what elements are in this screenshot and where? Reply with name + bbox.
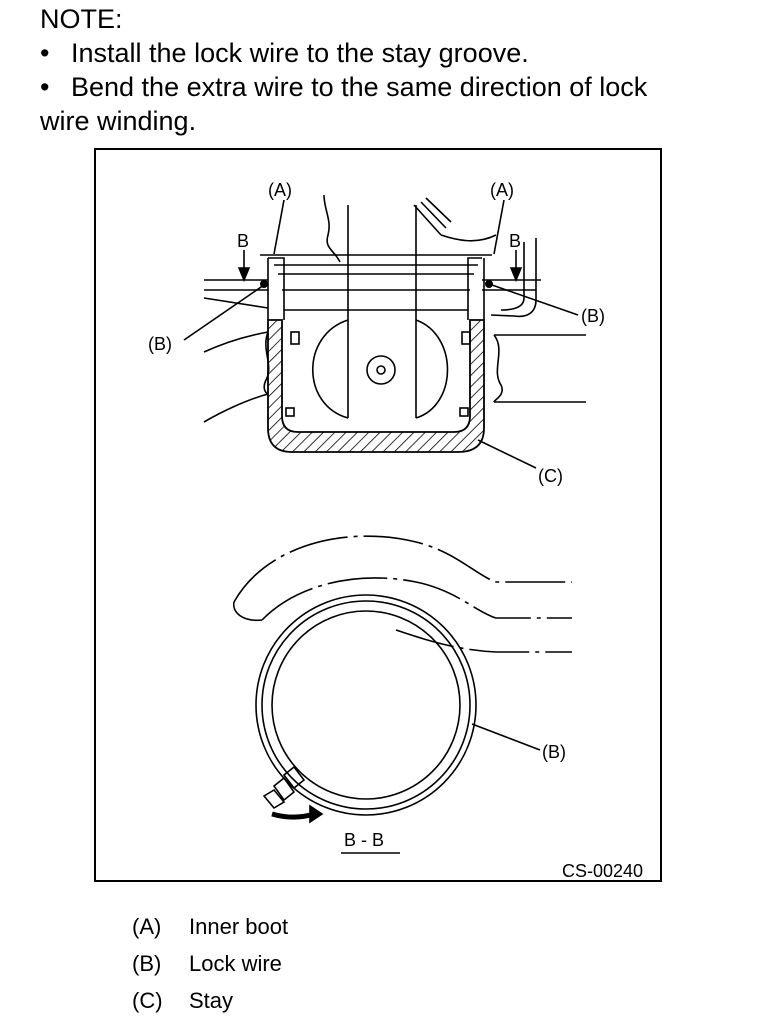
note-title: NOTE: — [40, 4, 123, 34]
label-b-arrow-left: B — [237, 231, 249, 251]
note-bullet-2-text: Bend the extra wire to the same directio… — [71, 72, 648, 102]
label-b-bottom: (B) — [542, 742, 566, 762]
legend-row-a: (A) Inner boot — [132, 908, 288, 945]
note-bullet-1: • Install the lock wire to the stay groov… — [40, 36, 740, 70]
note-bullet-1-text: Install the lock wire to the stay groove… — [71, 38, 529, 68]
legend: (A) Inner boot (B) Lock wire (C) Stay — [132, 908, 288, 1019]
legend-key: (B) — [132, 951, 162, 976]
label-a-right: (A) — [490, 180, 514, 200]
note-block: NOTE: • Install the lock wire to the stay… — [40, 2, 740, 138]
label-c: (C) — [538, 466, 563, 486]
legend-text: Inner boot — [189, 914, 289, 939]
legend-key: (C) — [132, 988, 163, 1013]
bullet-symbol: • — [40, 38, 50, 68]
legend-row-c: (C) Stay — [132, 982, 288, 1019]
figure-frame: (A) (A) B B (B) (B) (C) (B) B - — [94, 148, 662, 882]
bullet-symbol: • — [40, 72, 50, 102]
section-b-b-view — [233, 535, 572, 854]
technical-drawing: (A) (A) B B (B) (B) (C) (B) B - — [148, 180, 643, 881]
label-b-arrow-right: B — [509, 231, 521, 251]
legend-text: Stay — [189, 988, 234, 1013]
note-bullet-2: • Bend the extra wire to the same directi… — [40, 70, 740, 104]
section-label: B - B — [344, 830, 384, 850]
cross-section-view — [183, 194, 586, 469]
legend-key: (A) — [132, 914, 162, 939]
label-b-right: (B) — [581, 306, 605, 326]
note-bullet-2-continuation: wire winding. — [40, 106, 197, 136]
legend-text: Lock wire — [189, 951, 282, 976]
figure-code: CS-00240 — [562, 861, 643, 881]
label-b-left: (B) — [148, 334, 172, 354]
label-a-left: (A) — [268, 180, 292, 200]
legend-row-b: (B) Lock wire — [132, 945, 288, 982]
